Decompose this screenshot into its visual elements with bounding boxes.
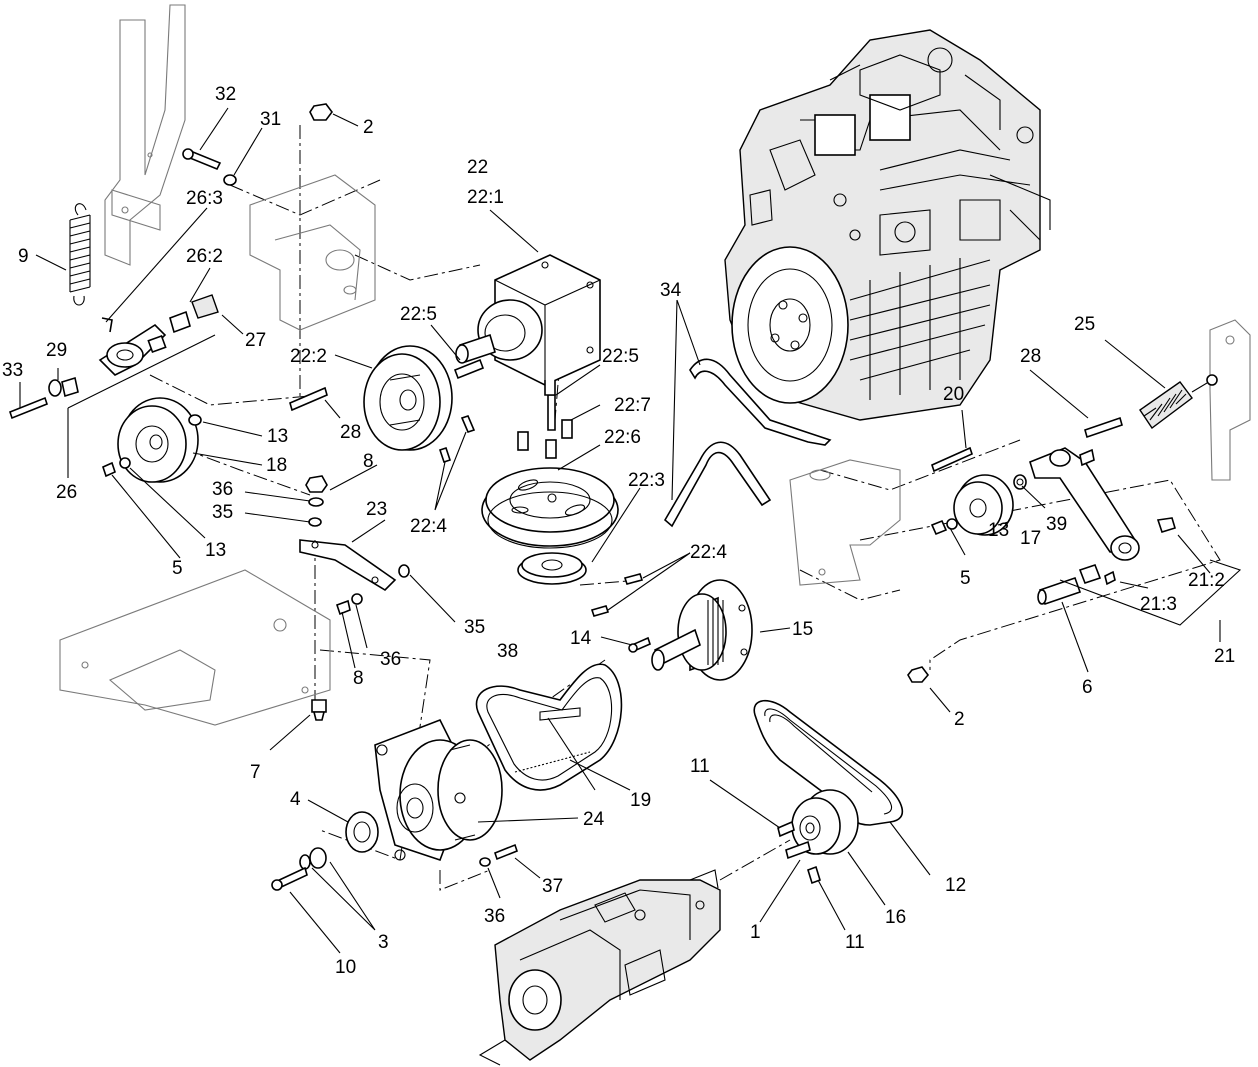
callout-27: 27: [245, 330, 266, 351]
callout-21-3: 21:3: [1140, 594, 1177, 615]
pump-pulley-cogged: [628, 579, 753, 681]
callout-8: 8: [353, 668, 364, 689]
callout-35: 35: [464, 617, 485, 638]
pump-pulley: [777, 789, 859, 885]
callout-20: 20: [943, 384, 964, 405]
hydrostatic-pump-icon: [478, 869, 721, 1066]
idler-arm-left: [9, 294, 328, 420]
callout-36: 36: [484, 906, 505, 927]
callout-labels: 1 2 2 3 4 5 5 6 7 8 8 9 10 11 11 12 13 1…: [2, 84, 1235, 978]
callout-21-2: 21:2: [1188, 570, 1225, 591]
callout-26-2: 26:2: [186, 246, 223, 267]
bolt-seven: [311, 699, 327, 721]
callout-14: 14: [570, 628, 592, 649]
callout-11: 11: [690, 756, 710, 777]
engine-icon: [724, 29, 1051, 421]
callout-23: 23: [366, 499, 387, 520]
callout-22-1: 22:1: [467, 187, 504, 208]
callout-36: 36: [212, 479, 233, 500]
callout-13: 13: [205, 540, 226, 561]
pto-pulley: [481, 419, 644, 617]
frame-upright-right: [1209, 319, 1251, 481]
callout-25: 25: [1074, 314, 1095, 335]
idler-arm-right: [1029, 416, 1176, 586]
callout-22: 22: [467, 157, 488, 178]
callout-28: 28: [340, 422, 361, 443]
belt-icon: [663, 358, 832, 528]
callout-32: 32: [215, 84, 236, 105]
callout-24: 24: [583, 809, 605, 830]
callout-13: 13: [267, 426, 288, 447]
callout-37: 37: [542, 876, 563, 897]
hardware-top-left: [182, 103, 333, 186]
gearbox-icon: [455, 254, 601, 396]
callout-22-2: 22:2: [290, 346, 327, 367]
extension-spring-right: [1139, 374, 1218, 430]
callout-5: 5: [960, 568, 971, 589]
callout-22-3: 22:3: [628, 470, 665, 491]
callout-2: 2: [363, 117, 374, 138]
callout-22-5: 22:5: [602, 346, 639, 367]
callout-35: 35: [212, 502, 233, 523]
callout-11: 11: [845, 932, 865, 953]
leader-lines: [19, 107, 1242, 954]
callout-22-5: 22:5: [400, 304, 437, 325]
deck-plate-left: [59, 569, 331, 726]
callout-21: 21: [1214, 646, 1235, 667]
gearbox-pulley: [363, 345, 556, 464]
frame-bracket-right: [789, 459, 901, 586]
frame-upright-left: [104, 4, 186, 266]
callout-34: 34: [660, 280, 682, 301]
callout-22-4: 22:4: [690, 542, 727, 563]
cogged-belt: [475, 663, 623, 791]
callout-22-6: 22:6: [604, 427, 641, 448]
idler-pulley-right: [930, 446, 1027, 536]
callout-22-4: 22:4: [410, 516, 447, 537]
callout-29: 29: [46, 340, 67, 361]
callout-39: 39: [1046, 514, 1067, 535]
callout-26-3: 26:3: [186, 188, 223, 209]
callout-12: 12: [945, 875, 966, 896]
spacer-six: [1037, 576, 1082, 606]
callout-38: 38: [497, 641, 518, 662]
callout-4: 4: [290, 789, 301, 810]
bracket-mount-plate: [249, 174, 376, 331]
electric-clutch-icon: [271, 718, 518, 891]
clutch-bracket: [299, 475, 410, 616]
extension-spring-icon: [69, 203, 91, 306]
callout-13: 13: [988, 520, 1009, 541]
nut-two-right: [907, 666, 930, 683]
callout-18: 18: [266, 455, 287, 476]
callout-22-7: 22:7: [614, 395, 651, 416]
pulley-icon: [102, 397, 202, 483]
callout-3: 3: [378, 932, 389, 953]
callout-33: 33: [2, 360, 23, 381]
callout-7: 7: [250, 762, 261, 783]
callout-28: 28: [1020, 346, 1041, 367]
callout-26: 26: [56, 482, 77, 503]
callout-10: 10: [335, 957, 356, 978]
pump-drive-belt: [753, 699, 904, 826]
callout-1: 1: [750, 922, 761, 943]
callout-16: 16: [885, 907, 906, 928]
callout-17: 17: [1020, 528, 1041, 549]
callout-6: 6: [1082, 677, 1093, 698]
callout-15: 15: [792, 619, 813, 640]
callout-31: 31: [260, 109, 281, 130]
callout-19: 19: [630, 790, 651, 811]
callout-8: 8: [363, 451, 374, 472]
callout-9: 9: [18, 246, 29, 267]
callout-2: 2: [954, 709, 965, 730]
callout-36: 36: [380, 649, 401, 670]
callout-5: 5: [172, 558, 183, 579]
